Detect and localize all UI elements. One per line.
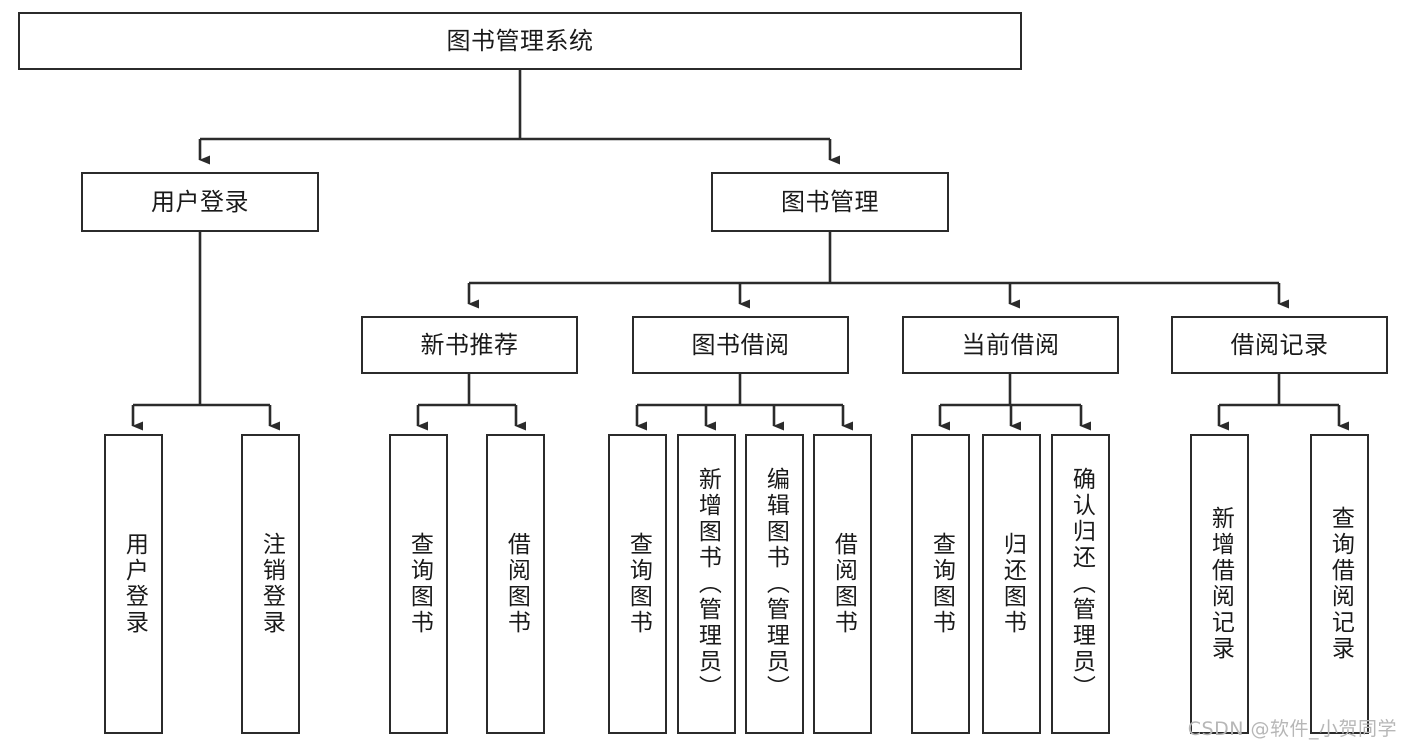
leaf-user-login[interactable]: 用户登录 [104,434,163,734]
node-book-management-label: 图书管理 [781,187,879,216]
leaf-query-book-current-label: 查询图书 [928,532,955,636]
leaf-return-book[interactable]: 归还图书 [982,434,1041,734]
leaf-add-book-admin[interactable]: 新增图书（管理员） [677,434,736,734]
node-new-book-recommend-label: 新书推荐 [420,330,519,359]
leaf-edit-book-admin-label: 编辑图书（管理员） [762,467,789,701]
node-borrow-record-label: 借阅记录 [1230,330,1329,359]
leaf-borrow-book[interactable]: 借阅图书 [813,434,872,734]
leaf-query-book-current[interactable]: 查询图书 [911,434,970,734]
leaf-query-book-newbook[interactable]: 查询图书 [389,434,448,734]
node-current-borrow[interactable]: 当前借阅 [902,316,1119,374]
leaf-user-login-label: 用户登录 [121,532,148,636]
leaf-query-book-newbook-label: 查询图书 [406,532,433,636]
leaf-borrow-book-newbook[interactable]: 借阅图书 [486,434,545,734]
node-borrow-record[interactable]: 借阅记录 [1171,316,1388,374]
leaf-confirm-return-admin[interactable]: 确认归还（管理员） [1051,434,1110,734]
node-book-borrow-label: 图书借阅 [691,330,790,359]
leaf-query-book-borrow-label: 查询图书 [625,532,652,636]
leaf-add-borrow-record-label: 新增借阅记录 [1207,506,1234,662]
leaf-query-book-borrow[interactable]: 查询图书 [608,434,667,734]
node-book-borrow[interactable]: 图书借阅 [632,316,849,374]
node-root-label: 图书管理系统 [446,26,594,55]
node-root[interactable]: 图书管理系统 [18,12,1022,70]
leaf-logout[interactable]: 注销登录 [241,434,300,734]
leaf-edit-book-admin[interactable]: 编辑图书（管理员） [745,434,804,734]
leaf-add-book-admin-label: 新增图书（管理员） [694,467,721,701]
node-new-book-recommend[interactable]: 新书推荐 [361,316,578,374]
leaf-add-borrow-record[interactable]: 新增借阅记录 [1190,434,1249,734]
node-user-login[interactable]: 用户登录 [81,172,319,232]
leaf-logout-label: 注销登录 [258,532,285,636]
leaf-borrow-book-newbook-label: 借阅图书 [503,532,530,636]
node-user-login-label: 用户登录 [151,187,249,216]
node-current-borrow-label: 当前借阅 [961,330,1060,359]
leaf-borrow-book-label: 借阅图书 [830,532,857,636]
leaf-query-borrow-record-label: 查询借阅记录 [1327,506,1354,662]
node-book-management[interactable]: 图书管理 [711,172,949,232]
leaf-query-borrow-record[interactable]: 查询借阅记录 [1310,434,1369,734]
leaf-confirm-return-admin-label: 确认归还（管理员） [1068,467,1095,701]
leaf-return-book-label: 归还图书 [999,532,1026,636]
